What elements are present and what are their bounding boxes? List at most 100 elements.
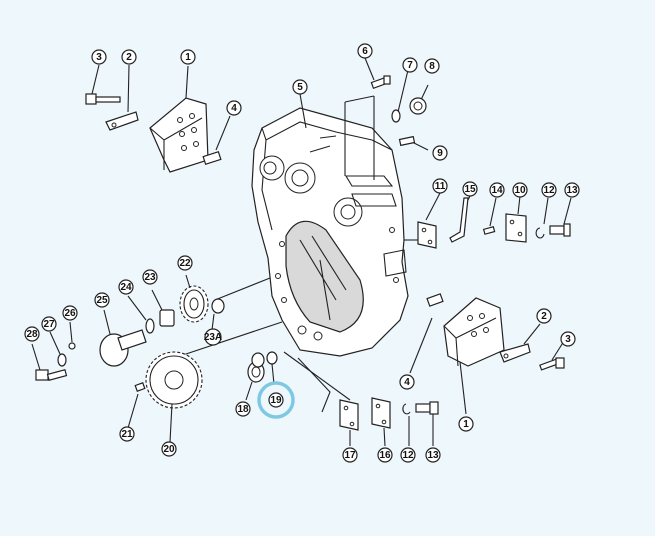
callout-1: 1 [180,49,196,65]
callout-number: 26 [64,308,76,319]
pin-21 [127,382,146,429]
callout-22: 22 [177,255,193,271]
callout-28: 28 [24,326,40,342]
callout-25: 25 [94,292,110,308]
bolt-28 [31,343,68,381]
callout-19: 19 [268,392,284,408]
gear-20 [145,351,203,443]
callout-10: 10 [512,182,528,198]
lever-15 [449,195,471,243]
callout-24: 24 [118,279,134,295]
callout-number: 4 [231,103,237,114]
callout-23: 23 [142,269,158,285]
callout-number: 9 [437,148,443,159]
callout-number: 1 [185,52,191,63]
callout-number: 11 [435,181,446,192]
callout-number: 8 [429,61,435,72]
callout-2: 2 [536,308,552,324]
callout-1: 1 [458,416,474,432]
callout-number: 18 [237,404,249,415]
callout-number: 12 [402,450,414,461]
gear-22 [179,274,209,323]
screw-14 [482,197,497,235]
bolt-9 [398,135,416,147]
callout-number: 10 [514,185,526,196]
callout-number: 23 [144,272,156,283]
bracket-top-left [149,65,209,173]
washer-27 [49,331,67,367]
callout-number: 19 [270,395,282,406]
callout-number: 3 [565,334,571,345]
plate-2-right [499,343,531,363]
callout-4: 4 [399,374,415,390]
callout-number: 2 [541,311,547,322]
callout-number: 27 [43,319,55,330]
bolt-6 [370,75,391,89]
callout-number: 5 [297,82,303,93]
callout-26: 26 [62,305,78,321]
bolt-3-top [85,64,121,105]
plate-2-top [105,64,139,131]
callout-number: 2 [126,52,132,63]
callout-11: 11 [432,178,448,194]
callout-3: 3 [91,49,107,65]
callout-12: 12 [400,447,416,463]
callout-number: 15 [464,184,476,195]
oring-7 [391,109,401,123]
callout-8: 8 [424,58,440,74]
cover-10 [505,195,527,243]
bracket-bottom-right [443,297,505,367]
cover-11 [417,221,437,249]
callout-number: 4 [404,377,410,388]
callout-number: 23A [204,332,222,343]
callout-5: 5 [292,79,308,95]
callout-27: 27 [41,316,57,332]
callout-number: 7 [407,60,413,71]
callout-16: 16 [377,447,393,463]
pin-26 [68,321,76,350]
pin-4-top [202,115,231,166]
callout-4: 4 [226,100,242,116]
washer-12-top [535,197,549,239]
washer-12-bottom [402,403,411,446]
callout-13: 13 [564,182,580,198]
shaft-25 [99,309,147,367]
callout-number: 17 [344,450,356,461]
callout-number: 13 [427,450,439,461]
ring-23A [211,298,225,331]
callout-3: 3 [560,331,576,347]
callout-7: 7 [402,57,418,73]
callout-number: 22 [179,258,191,269]
callout-15: 15 [462,181,478,197]
callout-17: 17 [342,447,358,463]
callout-number: 1 [463,419,469,430]
callout-21: 21 [119,426,135,442]
callout-number: 16 [379,450,391,461]
pin-4-right [426,293,444,307]
callout-12: 12 [541,182,557,198]
bearing-23 [151,289,175,327]
callout-number: 12 [543,185,555,196]
oring-19 [251,351,278,385]
callout-number: 14 [491,185,503,196]
callout-13: 13 [425,447,441,463]
callout-number: 28 [26,329,38,340]
callout-number: 25 [96,295,108,306]
plug-8 [409,97,427,115]
callout-number: 21 [121,429,133,440]
cover-16 [371,397,391,447]
callout-23A: 23A [204,328,222,346]
leader-lines [182,57,565,415]
gear-housing [251,107,409,357]
bolt-3-right [539,357,565,371]
callout-18: 18 [235,401,251,417]
cover-17 [339,399,359,446]
callout-14: 14 [489,182,505,198]
callout-number: 13 [566,185,578,196]
callout-2: 2 [121,49,137,65]
callout-number: 20 [163,444,175,455]
bolt-13-top [549,197,572,237]
callout-9: 9 [432,145,448,161]
bolt-13-bottom [415,401,439,446]
